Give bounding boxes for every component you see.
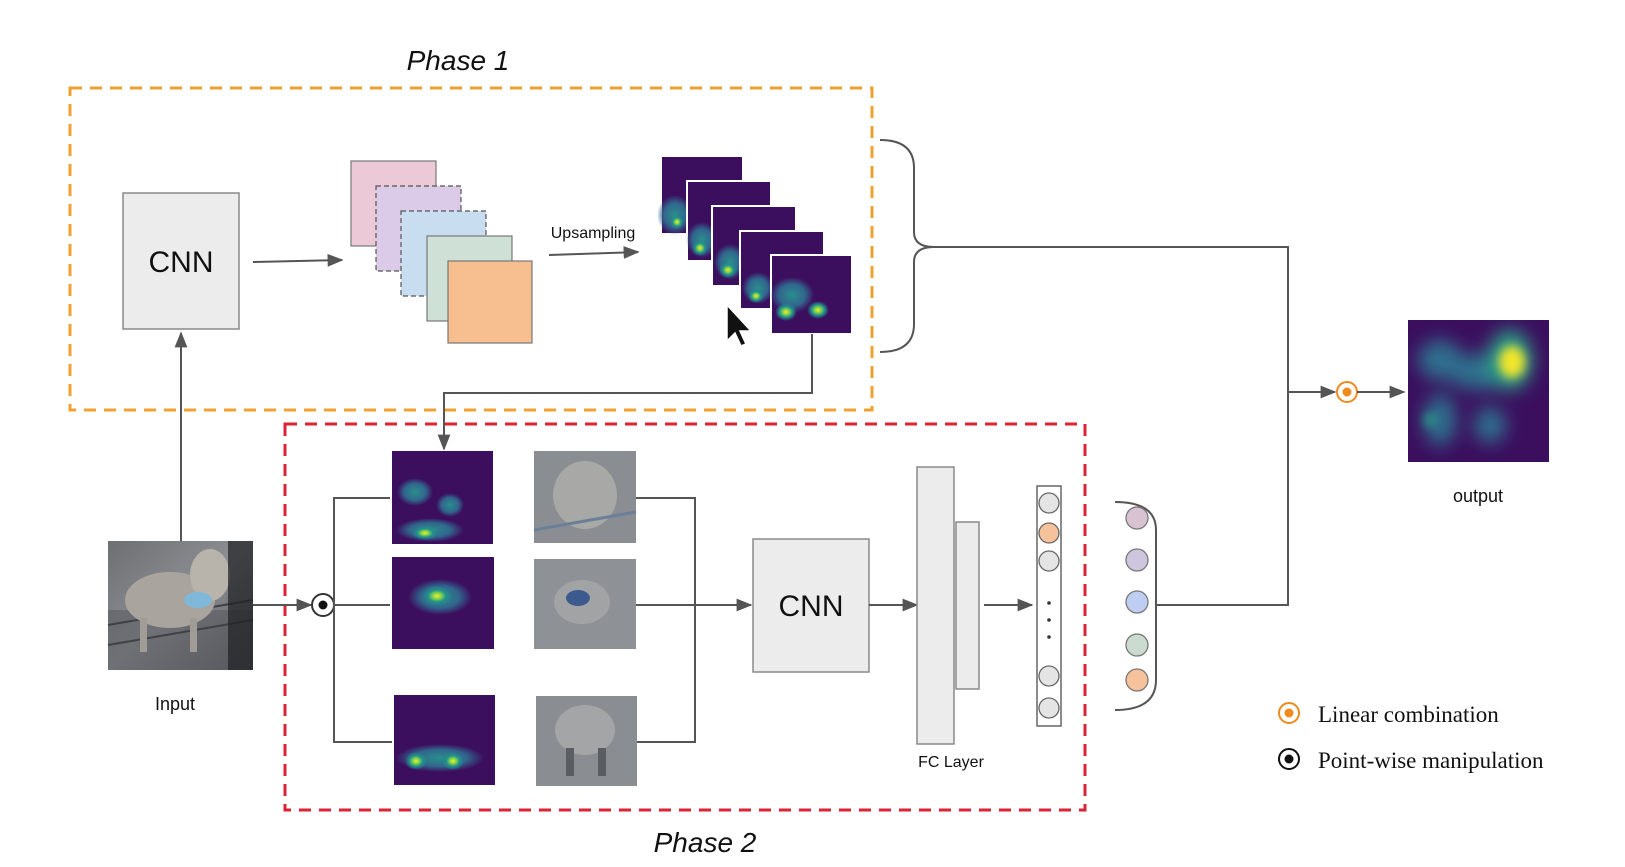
mask-heatmap <box>392 557 494 649</box>
upsampled-heatmaps-stack <box>657 157 853 335</box>
neuron <box>1038 492 1060 514</box>
phase2-to-combination-line <box>1185 392 1289 606</box>
neuron <box>1125 506 1149 530</box>
masked-input-image <box>533 451 637 543</box>
phase1-brace <box>879 139 935 353</box>
phase1-cnn-box <box>122 192 240 330</box>
output-heatmap <box>1408 320 1549 462</box>
input-image <box>107 541 254 670</box>
linear-combination-legend-icon <box>1278 702 1300 724</box>
merge-lines <box>636 497 696 743</box>
phase1-to-combination-line <box>934 246 1289 392</box>
pointwise-operator-icon <box>311 593 335 617</box>
neuron <box>1125 548 1149 572</box>
neuron <box>1125 590 1149 614</box>
masked-input-image <box>536 696 637 786</box>
branch-line-top <box>333 497 390 605</box>
fc-layer-block <box>916 466 955 745</box>
output-label: output <box>1453 486 1503 506</box>
neuron <box>1038 665 1060 687</box>
neuron <box>1038 550 1060 572</box>
fc-neuron-column <box>1036 485 1062 727</box>
legend: Linear combination Point-wise manipulati… <box>1278 702 1544 773</box>
upsampling-label: Upsampling <box>551 225 635 242</box>
fc-layer-block <box>955 521 980 690</box>
heatmap <box>770 254 853 335</box>
phase2-frame <box>283 422 1087 812</box>
phase1-cnn-label: CNN <box>149 246 214 279</box>
mask-heatmap <box>394 695 495 785</box>
input-label: Input <box>155 694 195 714</box>
class-score-neurons <box>1125 506 1149 692</box>
neuron <box>1038 522 1060 544</box>
masked-input-image <box>534 559 636 649</box>
fc-layer-label: FC Layer <box>918 754 984 771</box>
neuron <box>1038 697 1060 719</box>
linear-combination-node-icon <box>1336 381 1358 403</box>
phase2-cnn-label: CNN <box>779 590 844 623</box>
heatmaps-to-phase2-arrow <box>437 334 813 451</box>
phase2-cnn-box <box>752 538 870 673</box>
cnn-to-features-arrow <box>252 253 344 267</box>
pointwise-manipulation-legend-icon <box>1278 748 1300 770</box>
neuron <box>1125 633 1149 657</box>
mask-heatmap <box>392 451 493 544</box>
branch-line-bottom <box>333 605 392 743</box>
feature-map <box>447 260 533 344</box>
neuron <box>1125 668 1149 692</box>
legend-pointwise-manipulation-text: Point-wise manipulation <box>1318 748 1544 773</box>
mouse-cursor-icon <box>726 303 753 347</box>
output-neurons-bracket <box>1114 501 1157 711</box>
phase1-title: Phase 1 <box>407 45 510 76</box>
upsampling-arrow <box>548 246 640 259</box>
feature-maps-stack <box>350 160 533 344</box>
phase2-title: Phase 2 <box>654 827 757 858</box>
phase1-frame <box>68 86 874 412</box>
legend-linear-combination-text: Linear combination <box>1318 702 1499 727</box>
